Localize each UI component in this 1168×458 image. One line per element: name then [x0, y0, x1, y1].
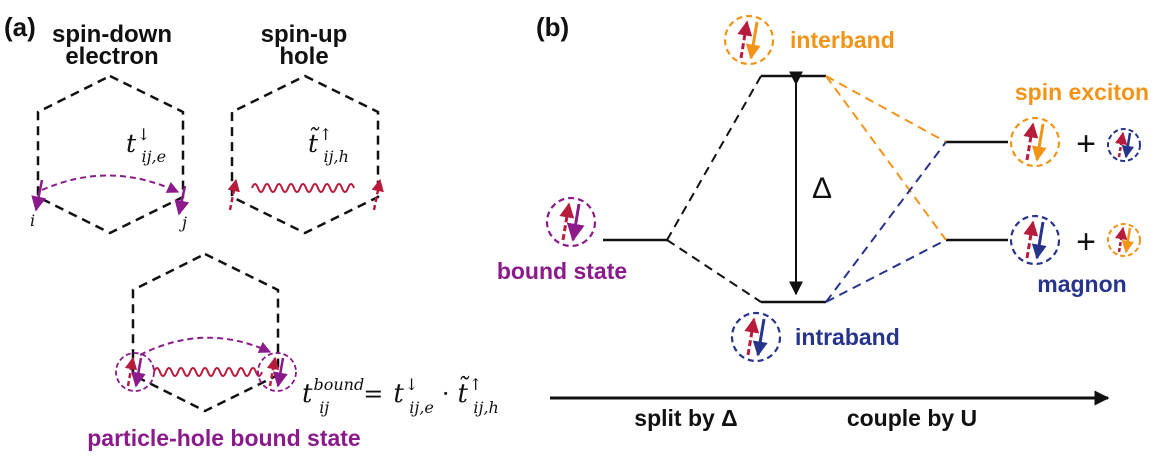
bound-state-label: bound state — [497, 258, 627, 284]
bound-left-down-spin — [130, 357, 146, 388]
electron-hexagon — [36, 74, 185, 235]
exciton-plus: + — [1076, 125, 1096, 163]
couple-by-u-label: couple by U — [847, 405, 977, 431]
hole-wiggle — [251, 183, 355, 193]
interband-up-spin — [737, 20, 753, 59]
electron-spin-j — [174, 185, 190, 216]
magnon-label: magnon — [1037, 271, 1126, 297]
bound-state-circle — [545, 196, 597, 248]
electron-spin-i — [31, 179, 47, 212]
magnon-big-up-spin — [1023, 220, 1039, 259]
spin-exciton-label: spin exciton — [1015, 79, 1149, 105]
bound-wiggle — [153, 367, 263, 377]
panel-b-tag: (b) — [536, 12, 569, 42]
interband-down-spin — [745, 21, 761, 60]
magnon-small-circle — [1107, 223, 1141, 257]
hole-hop-term: t̃↑ij,h — [308, 125, 349, 166]
hole-hexagon — [230, 74, 380, 235]
couple-navy-2 — [825, 239, 947, 303]
couple-orange-2 — [825, 75, 947, 241]
magnon-small-up-spin — [1114, 226, 1128, 253]
bound-state-down-spin — [566, 203, 585, 242]
hole-title-line1: spin-up — [261, 21, 348, 48]
bound-site-left-circle — [115, 352, 155, 392]
bound-right-up-spin — [266, 356, 280, 387]
electron-hop-arc — [41, 174, 180, 193]
bound-right-down-spin — [272, 357, 288, 388]
intraband-up-spin — [744, 317, 760, 356]
interband-circle — [723, 14, 775, 66]
site-j-label: j — [179, 213, 187, 232]
magnon-big-down-spin — [1031, 221, 1047, 260]
exciton-big-up-spin — [1023, 122, 1039, 161]
particle-hole-bound-label: particle-hole bound state — [87, 425, 360, 451]
hole-spin-right — [371, 178, 384, 211]
exciton-small-down-spin — [1121, 132, 1135, 159]
electron-title-line2: electron — [65, 43, 158, 70]
delta-label: Δ — [812, 172, 832, 205]
intraband-down-spin — [752, 318, 768, 357]
magnon-big-circle — [1009, 214, 1061, 266]
intraband-circle — [730, 311, 782, 363]
electron-title-line1: spin-down — [52, 21, 172, 48]
split-connector-up — [666, 75, 762, 241]
exciton-big-down-spin — [1031, 123, 1047, 162]
bound-left-up-spin — [124, 356, 138, 387]
split-connector-down — [666, 239, 762, 303]
exciton-big-circle — [1009, 116, 1061, 168]
magnon-plus: + — [1076, 223, 1096, 261]
bound-state-up-spin — [559, 202, 575, 241]
exciton-small-up-spin — [1114, 131, 1128, 158]
split-by-delta-label: split by Δ — [634, 405, 737, 431]
exciton-small-circle — [1107, 128, 1141, 162]
intraband-label: intraband — [795, 324, 900, 350]
couple-navy-1 — [825, 141, 947, 303]
electron-hop-term: t↓ij,e — [126, 125, 166, 166]
panel-a-tag: (a) — [4, 12, 36, 42]
site-i-label: i — [30, 211, 35, 230]
couple-orange-1 — [825, 75, 947, 143]
hole-title-line2: hole — [279, 43, 328, 70]
bound-hop-arc — [139, 336, 272, 356]
bound-hexagon — [131, 252, 280, 413]
hole-spin-left — [227, 178, 240, 211]
interband-label: interband — [790, 27, 895, 53]
magnon-small-down-spin — [1121, 227, 1135, 254]
bound-site-right-circle — [257, 352, 297, 392]
